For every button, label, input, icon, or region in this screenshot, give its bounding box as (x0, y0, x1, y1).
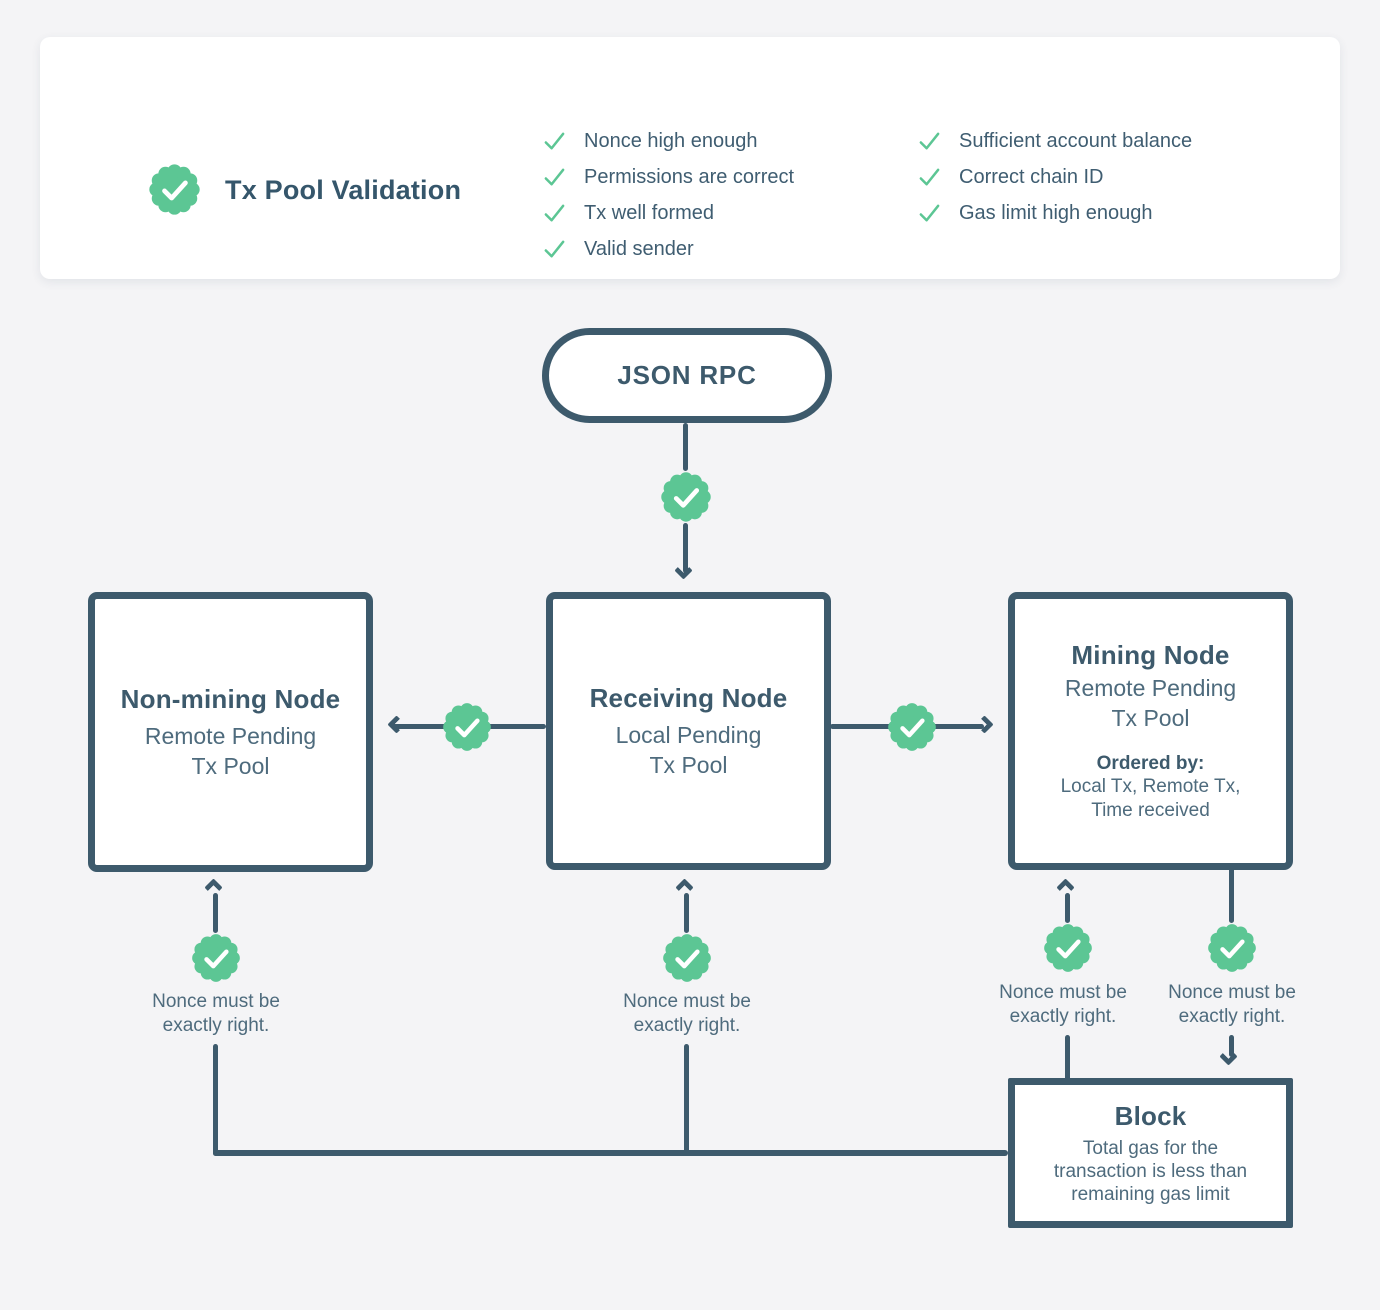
node-title: Block (1114, 1100, 1187, 1131)
nonce-note-line: exactly right. (633, 1014, 741, 1036)
node-subtitle: Local Pending Tx Pool (616, 720, 762, 780)
arrow-down-icon (1219, 1047, 1238, 1066)
receiving-node: Receiving Node Local Pending Tx Pool (546, 592, 831, 870)
checklist-item-label: Correct chain ID (959, 165, 1104, 188)
checkmark-icon (542, 129, 567, 154)
connector-entry-top (683, 423, 688, 471)
json-rpc-label: JSON RPC (617, 360, 757, 390)
subtitle-line: Remote Pending (144, 722, 317, 749)
ordered-by-section: Ordered by: Local Tx, Remote Tx, Time re… (1061, 753, 1241, 823)
connector-nonmining-stem (213, 893, 218, 933)
node-title: Non-mining Node (120, 683, 341, 714)
checklist-item: Nonce high enough (542, 123, 794, 159)
non-mining-node: Non-mining Node Remote Pending Tx Pool (88, 592, 373, 872)
block-body: Total gas for the transaction is less th… (1054, 1137, 1247, 1206)
seal-check-icon (146, 161, 203, 218)
seal-check-icon (440, 700, 494, 754)
nonce-note: Nonce must be exactly right. (978, 981, 1148, 1028)
ordered-by-line: Local Tx, Remote Tx, (1060, 775, 1241, 797)
node-subtitle: Remote Pending Tx Pool (145, 721, 316, 781)
checklist-item-label: Permissions are correct (584, 165, 795, 188)
nonce-note-line: exactly right. (1178, 1005, 1286, 1027)
nonce-note-line: Nonce must be (999, 982, 1127, 1003)
seal-check-icon (885, 700, 939, 754)
ordered-by-label: Ordered by: (1096, 752, 1205, 774)
seal-check-icon (658, 469, 714, 525)
connector-collector (213, 1150, 1008, 1156)
checklist-item-label: Tx well formed (584, 201, 715, 224)
checkmark-icon (917, 129, 942, 154)
validation-checklist-right: Sufficient account balance Correct chain… (917, 123, 1192, 231)
subtitle-line: Tx Pool (191, 752, 270, 779)
connector-mining-right-down (1229, 1035, 1234, 1057)
json-rpc-node: JSON RPC (542, 328, 832, 423)
subtitle-line: Tx Pool (649, 751, 728, 778)
seal-check-icon (1205, 921, 1259, 975)
connector-mining-left-down (1065, 1035, 1070, 1082)
nonce-note-line: Nonce must be (152, 991, 280, 1012)
checklist-item: Correct chain ID (917, 159, 1192, 195)
nonce-note-line: Nonce must be (1168, 982, 1296, 1003)
node-title: Mining Node (1071, 639, 1230, 670)
checklist-item-label: Valid sender (584, 237, 694, 260)
block-node: Block Total gas for the transaction is l… (1008, 1078, 1293, 1228)
subtitle-line: Remote Pending (1064, 674, 1237, 701)
subtitle-line: Local Pending (615, 721, 762, 748)
checkmark-icon (542, 237, 567, 262)
tx-pool-validation-card: Tx Pool Validation Nonce high enough Per… (40, 37, 1340, 279)
node-title: Receiving Node (589, 682, 788, 713)
checklist-item: Permissions are correct (542, 159, 794, 195)
mining-node: Mining Node Remote Pending Tx Pool Order… (1008, 592, 1293, 870)
connector-nonmining-down (213, 1044, 218, 1156)
arrow-down-icon (674, 561, 693, 580)
connector-mining-right-stem (1229, 866, 1234, 923)
nonce-note: Nonce must be exactly right. (602, 990, 772, 1037)
seal-check-icon (189, 931, 243, 985)
checklist-item-label: Sufficient account balance (959, 129, 1193, 152)
checklist-item-label: Gas limit high enough (959, 201, 1153, 224)
checkmark-icon (917, 165, 942, 190)
ordered-by-line: Time received (1091, 799, 1210, 821)
connector-mining-left-stem (1065, 893, 1070, 923)
node-subtitle: Remote Pending Tx Pool (1065, 673, 1236, 733)
checklist-item: Valid sender (542, 231, 794, 267)
nonce-note-line: Nonce must be (623, 991, 751, 1012)
arrow-right-icon (975, 715, 994, 734)
nonce-note-line: exactly right. (1009, 1005, 1117, 1027)
connector-entry-bottom (683, 523, 688, 573)
seal-check-icon (660, 931, 714, 985)
seal-check-icon (1041, 921, 1095, 975)
nonce-note: Nonce must be exactly right. (131, 990, 301, 1037)
checklist-item-label: Nonce high enough (584, 129, 758, 152)
card-title: Tx Pool Validation (225, 175, 462, 205)
block-body-line: Total gas for the (1082, 1137, 1219, 1159)
block-body-line: remaining gas limit (1071, 1183, 1230, 1205)
connector-receiving-down (684, 1044, 689, 1156)
checklist-item: Sufficient account balance (917, 123, 1192, 159)
checklist-item: Tx well formed (542, 195, 794, 231)
arrow-left-icon (387, 715, 406, 734)
checklist-item: Gas limit high enough (917, 195, 1192, 231)
nonce-note-line: exactly right. (162, 1014, 270, 1036)
subtitle-line: Tx Pool (1111, 704, 1190, 731)
nonce-note: Nonce must be exactly right. (1147, 981, 1317, 1028)
validation-checklist-left: Nonce high enough Permissions are correc… (542, 123, 794, 267)
checkmark-icon (542, 165, 567, 190)
block-body-line: transaction is less than (1053, 1160, 1248, 1182)
checkmark-icon (917, 201, 942, 226)
connector-receiving-stem (684, 893, 689, 933)
checkmark-icon (542, 201, 567, 226)
